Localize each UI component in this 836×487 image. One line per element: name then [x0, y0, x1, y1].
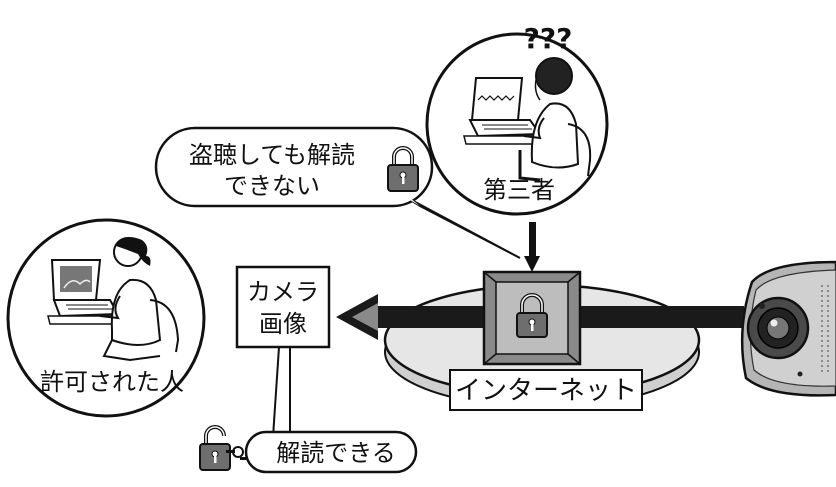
encrypted-lock-box — [482, 270, 582, 366]
third-party-figure — [518, 57, 592, 182]
eavesdrop-line — [524, 222, 540, 272]
lock-icon — [516, 293, 548, 338]
decode-bubble: 解読できる — [199, 425, 418, 474]
key-icon — [226, 446, 246, 460]
unlocked-lock-with-key-icon — [199, 425, 246, 471]
authorized-person-circle: 許可された人 — [6, 218, 206, 418]
network-camera — [740, 260, 836, 397]
question-marks: ??? — [524, 22, 573, 55]
authorized-person-label: 許可された人 — [40, 368, 184, 396]
eavesdrop-text-line2: できない — [224, 172, 320, 200]
authorized-person-figure — [99, 237, 180, 362]
laptop-icon — [463, 77, 542, 145]
third-party-label: 第三者 — [483, 176, 555, 204]
lock-icon — [387, 146, 419, 192]
third-party-circle: ??? 第三者 — [425, 22, 609, 216]
camera-image-label-line2: 画像 — [259, 310, 307, 338]
camera-lens-icon — [766, 316, 790, 340]
internet-label: インターネット — [455, 376, 637, 406]
camera-image-box: カメラ 画像 — [235, 265, 331, 349]
laptop-icon — [47, 259, 120, 325]
decode-text: 解読できる — [276, 439, 396, 467]
eavesdrop-bubble: 盗聴しても解読 できない — [154, 126, 521, 259]
eavesdrop-text-line1: 盗聴しても解読 — [189, 141, 355, 169]
camera-image-label-line1: カメラ — [247, 278, 319, 306]
internet-label-box: インターネット — [449, 369, 643, 411]
